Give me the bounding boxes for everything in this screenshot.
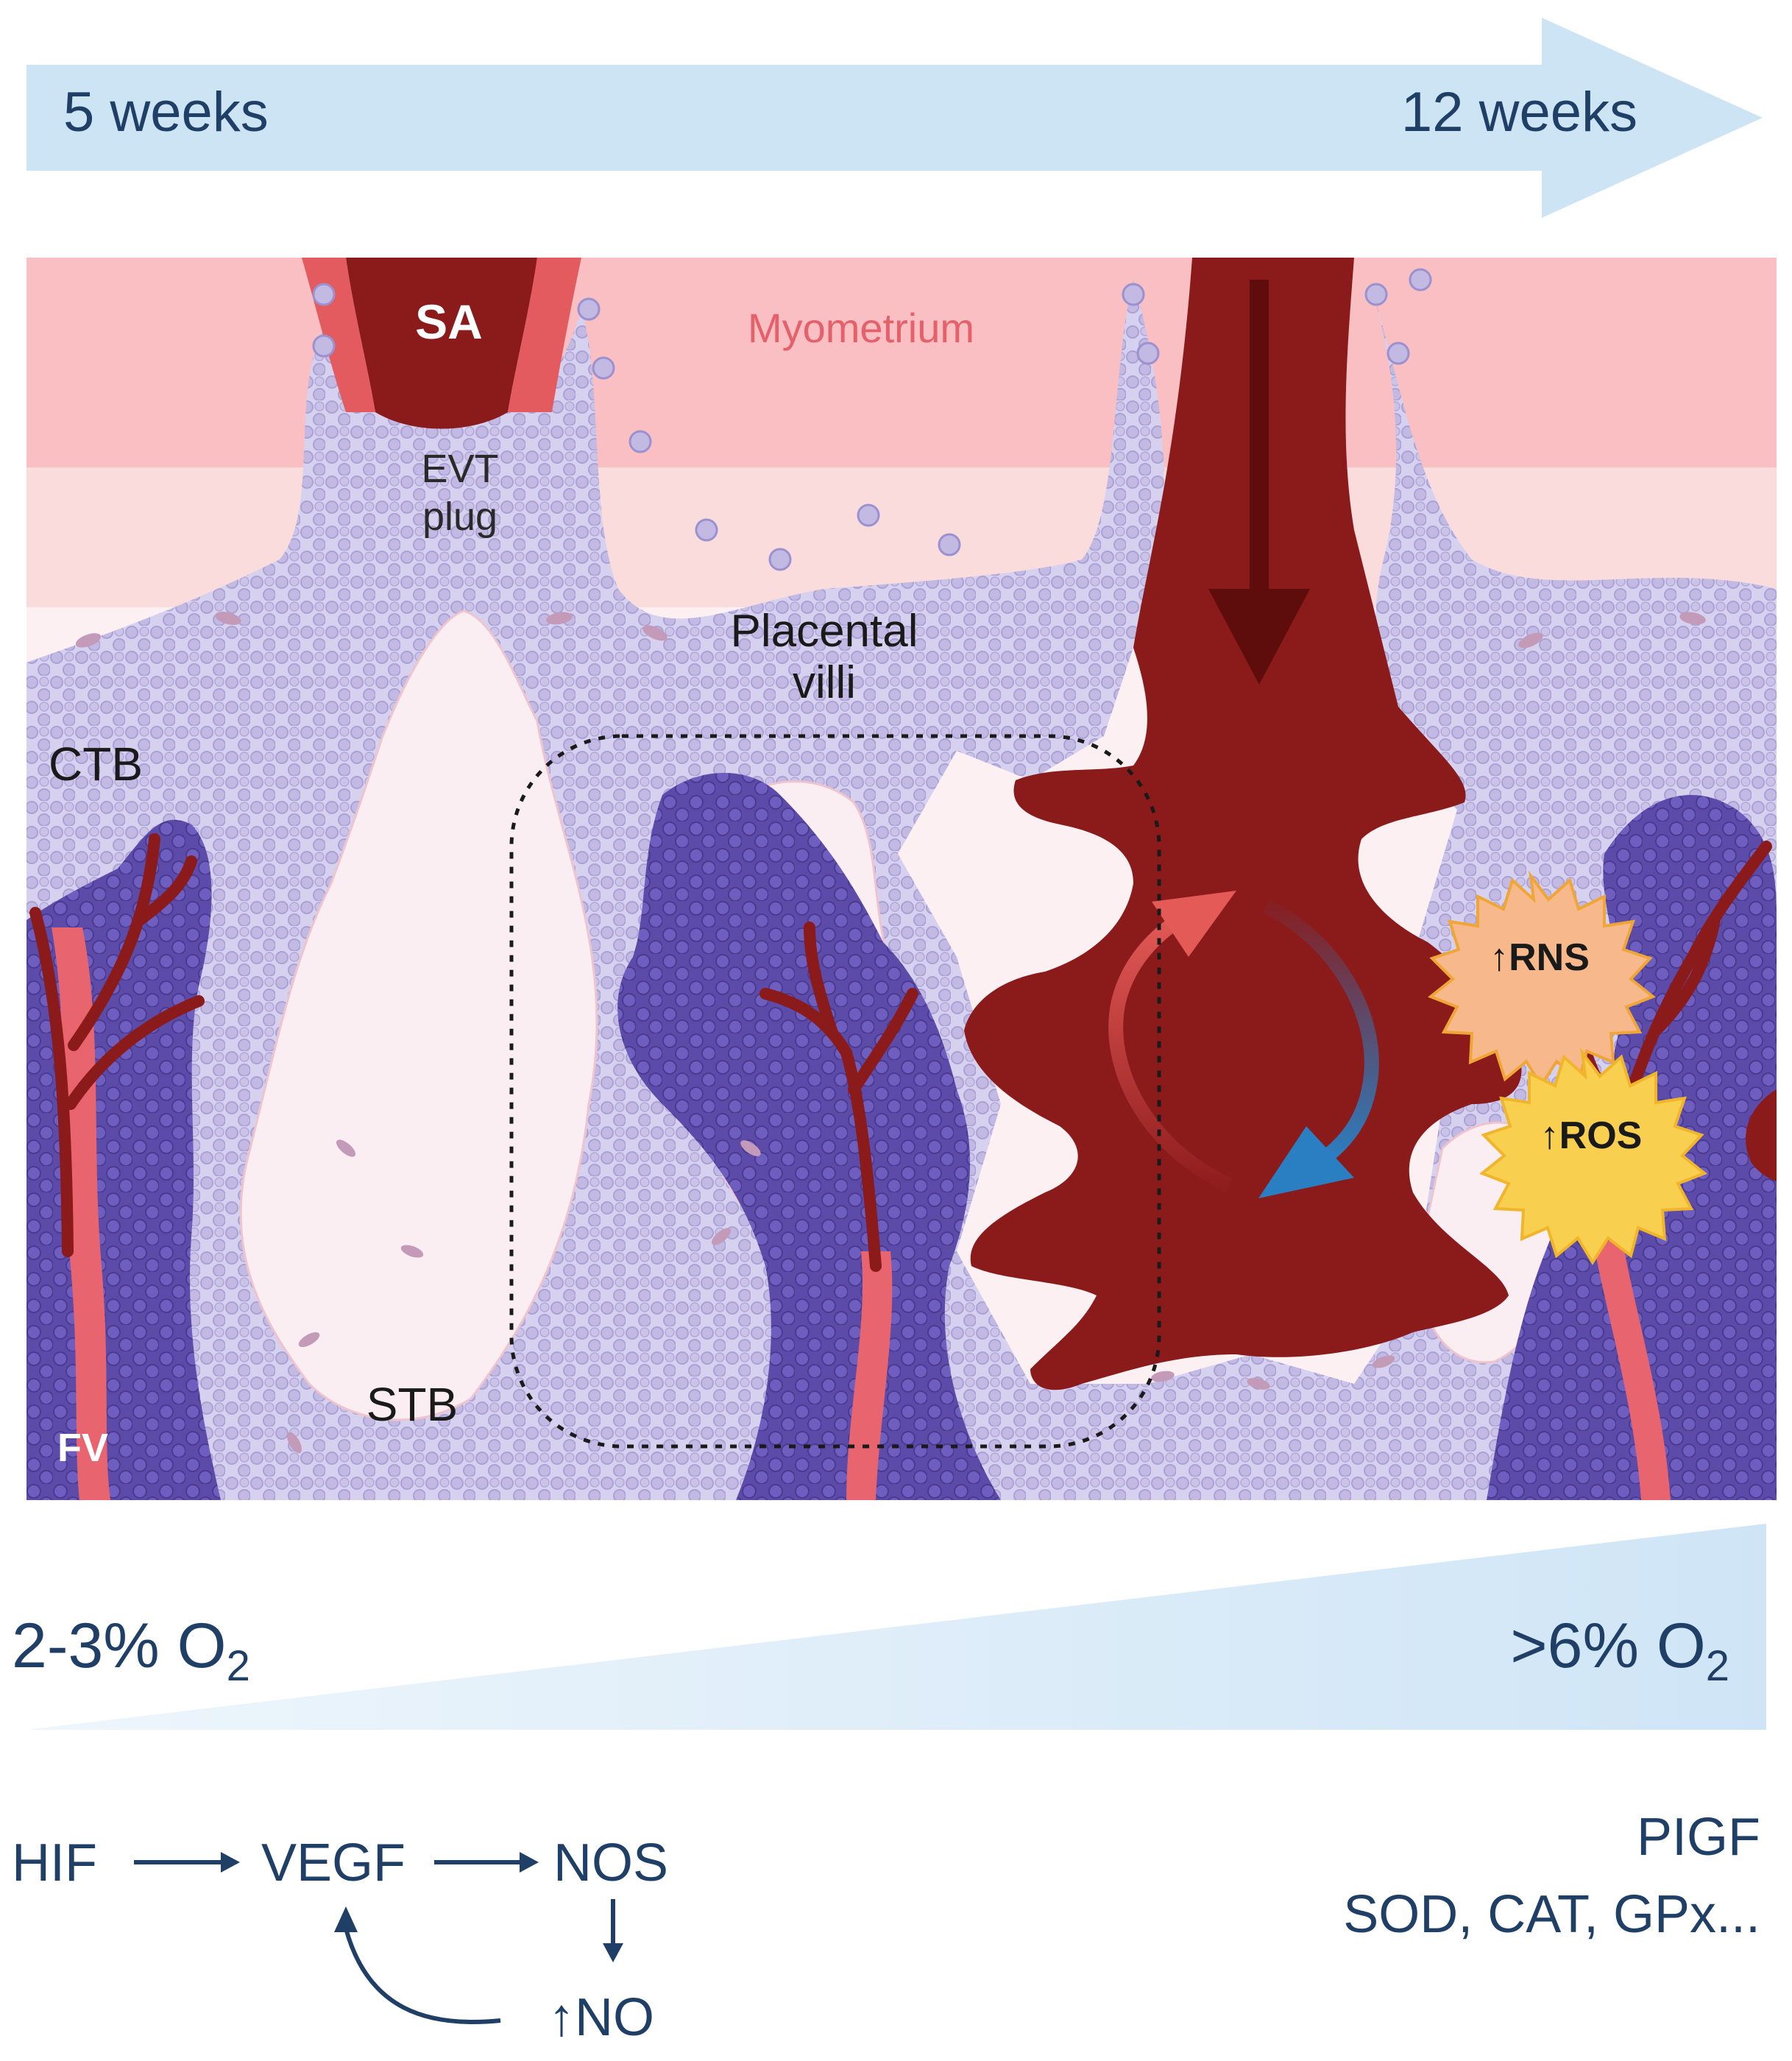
villous-tree-center: [617, 773, 1001, 1500]
remodelled-spiral-artery: [964, 258, 1522, 1390]
oxygen-high-text: >6% O: [1510, 1611, 1705, 1681]
oxygen-high-label: >6% O2: [1510, 1611, 1729, 1690]
tissue-panel: [26, 258, 1777, 1500]
pathway-hif: HIF: [12, 1834, 97, 1892]
fetal-vessel-center: [759, 922, 918, 1500]
oxygen-gradient-wedge: [26, 1524, 1766, 1730]
myometrium-band: [26, 258, 1777, 467]
label-spiral-artery: SA: [415, 294, 483, 349]
late-factor-antioxidants: SOD, CAT, GPx...: [1343, 1885, 1760, 1944]
pathway-no: ↑NO: [548, 1988, 654, 2047]
oxygen-low-label: 2-3% O2: [12, 1611, 250, 1690]
label-placental-villi-line1: Placental: [730, 606, 918, 657]
blood-flow-down-arrow: [1208, 280, 1310, 685]
timeline-end-label: 12 weeks: [1401, 81, 1637, 144]
spiral-artery-edge: [1746, 1089, 1777, 1181]
decidual-cells: [75, 611, 1706, 1454]
fetal-vessel-left: [29, 833, 205, 1500]
pathway-nos: NOS: [553, 1834, 668, 1892]
label-ctb: CTB: [49, 738, 143, 791]
timeline-start-label: 5 weeks: [63, 81, 269, 144]
spiral-artery-wall-right: [508, 258, 581, 412]
blue-flow-arrowhead: [1258, 1126, 1354, 1198]
label-placental-villi-line2: villi: [793, 657, 856, 708]
red-flow-arrowhead: [1152, 891, 1236, 957]
oxygen-low-subscript: 2: [227, 1642, 250, 1690]
label-evt-plug-line2: plug: [422, 495, 497, 539]
intervillous-space-left: [239, 609, 598, 1421]
ros-badge-label: ↑ROS: [1540, 1114, 1643, 1157]
arrow-nos-to-no: [603, 1899, 623, 1962]
label-myometrium: Myometrium: [748, 305, 974, 351]
label-fv: FV: [57, 1426, 108, 1470]
oxygen-low-text: 2-3% O: [12, 1611, 227, 1681]
villous-tree-left: [26, 819, 221, 1500]
spiral-artery-plugged: [346, 258, 537, 429]
label-stb: STB: [366, 1378, 458, 1431]
arrow-no-feedback-to-vegf: [334, 1906, 501, 2024]
region-of-interest-outline: [509, 734, 1161, 1449]
evt-cells: [312, 268, 1432, 571]
late-factor-pigf: PIGF: [1637, 1808, 1760, 1867]
label-evt-plug-line1: EVT: [421, 447, 498, 491]
arrow-hif-to-vegf: [134, 1852, 240, 1873]
rns-badge-label: ↑RNS: [1490, 936, 1590, 979]
ros-badge: [1479, 1047, 1707, 1265]
turbulent-flow-arrows: [1108, 891, 1379, 1198]
arrow-vegf-to-nos: [434, 1852, 539, 1873]
timeline-arrow: [26, 18, 1763, 218]
oxygen-high-subscript: 2: [1706, 1642, 1729, 1690]
pathway-vegf: VEGF: [261, 1834, 405, 1892]
